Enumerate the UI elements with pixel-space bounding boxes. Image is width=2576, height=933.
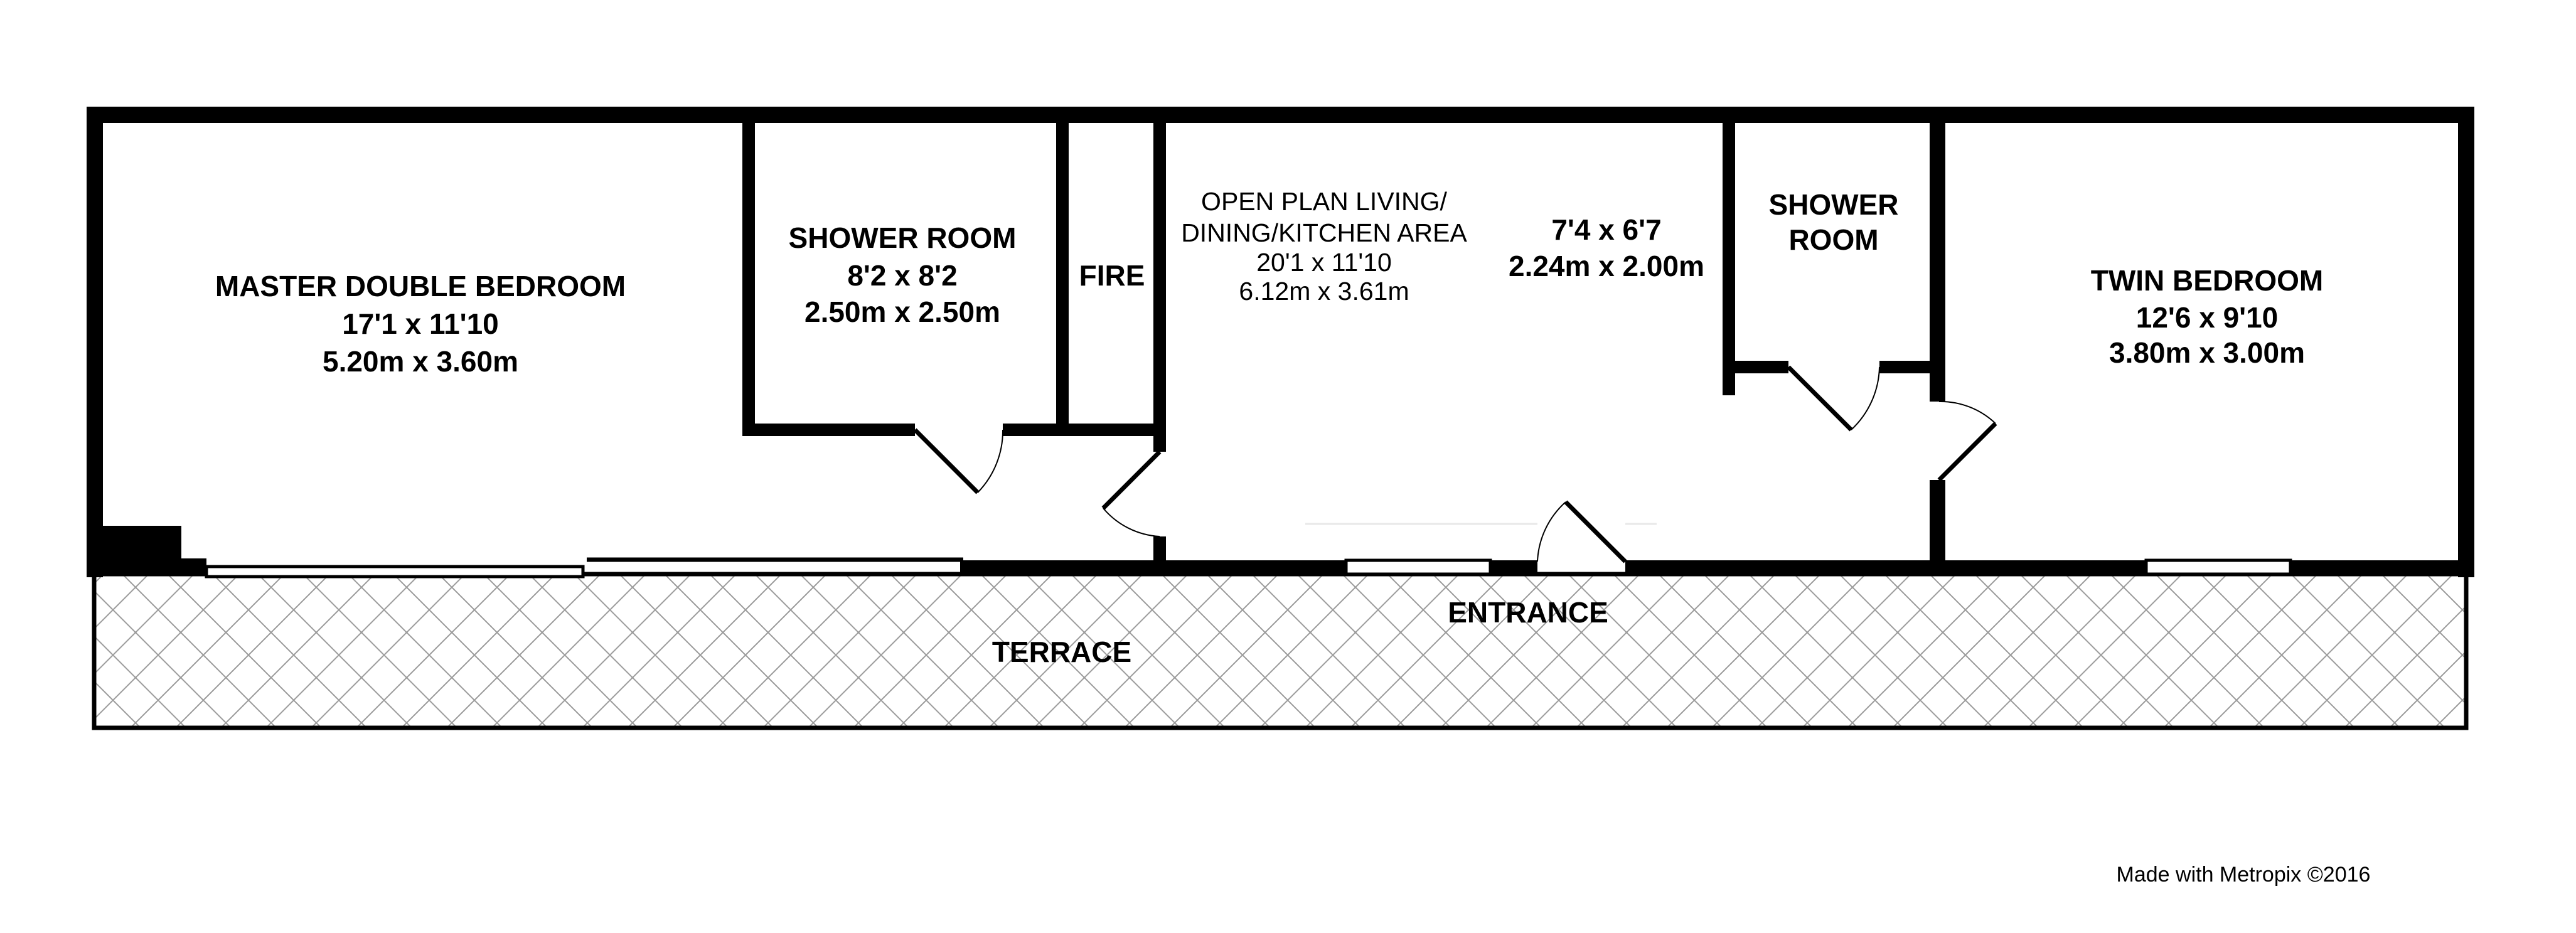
terrace-label: TERRACE xyxy=(992,636,1131,668)
master-bedroom-metric: 5.20m x 3.60m xyxy=(323,345,518,378)
shower-room-1-imperial: 8'2 x 8'2 xyxy=(847,259,957,292)
fire-name: FIRE xyxy=(1079,259,1145,292)
open-plan-name-line2: DINING/KITCHEN AREA xyxy=(1181,218,1467,247)
twin-bedroom-imperial: 12'6 x 9'10 xyxy=(2136,301,2279,334)
open-plan-imperial: 20'1 x 11'10 xyxy=(1256,248,1392,277)
open-plan-name-line1: OPEN PLAN LIVING/ xyxy=(1201,187,1448,216)
metropix-credit: Made with Metropix ©2016 xyxy=(2117,863,2371,887)
master-bedroom-name: MASTER DOUBLE BEDROOM xyxy=(215,270,626,302)
shower-room-2-label: SHOWER ROOM xyxy=(1769,188,1899,256)
twin-bedroom-name: TWIN BEDROOM xyxy=(2091,264,2324,297)
middle-area-imperial: 7'4 x 6'7 xyxy=(1551,213,1661,246)
twin-bedroom-metric: 3.80m x 3.00m xyxy=(2109,336,2305,369)
shower-room-2-name-line2: ROOM xyxy=(1788,223,1878,256)
terrace-name: TERRACE xyxy=(992,636,1131,668)
shower-room-2-name-line1: SHOWER xyxy=(1769,188,1899,221)
open-plan-label: OPEN PLAN LIVING/ DINING/KITCHEN AREA 20… xyxy=(1181,187,1467,306)
fire-label: FIRE xyxy=(1079,259,1145,292)
twin-bedroom-label: TWIN BEDROOM 12'6 x 9'10 3.80m x 3.00m xyxy=(2091,264,2324,369)
master-bedroom-label: MASTER DOUBLE BEDROOM 17'1 x 11'10 5.20m… xyxy=(215,270,626,378)
middle-area-metric: 2.24m x 2.00m xyxy=(1509,250,1704,282)
shower-room-1-label: SHOWER ROOM 8'2 x 8'2 2.50m x 2.50m xyxy=(789,221,1017,328)
terrace-area xyxy=(92,572,2469,730)
shower-room-1-metric: 2.50m x 2.50m xyxy=(804,296,1000,328)
interior-walls xyxy=(742,119,1945,574)
open-plan-metric: 6.12m x 3.61m xyxy=(1239,277,1409,306)
shower-room-1-name: SHOWER ROOM xyxy=(789,221,1017,254)
outer-walls xyxy=(87,107,2474,577)
master-bedroom-imperial: 17'1 x 11'10 xyxy=(342,307,499,340)
entrance-label: ENTRANCE xyxy=(1448,596,1608,629)
doors xyxy=(913,365,1997,563)
entrance-name: ENTRANCE xyxy=(1448,596,1608,629)
front-walls xyxy=(205,523,2474,578)
middle-area-label: 7'4 x 6'7 2.24m x 2.00m xyxy=(1509,213,1704,282)
